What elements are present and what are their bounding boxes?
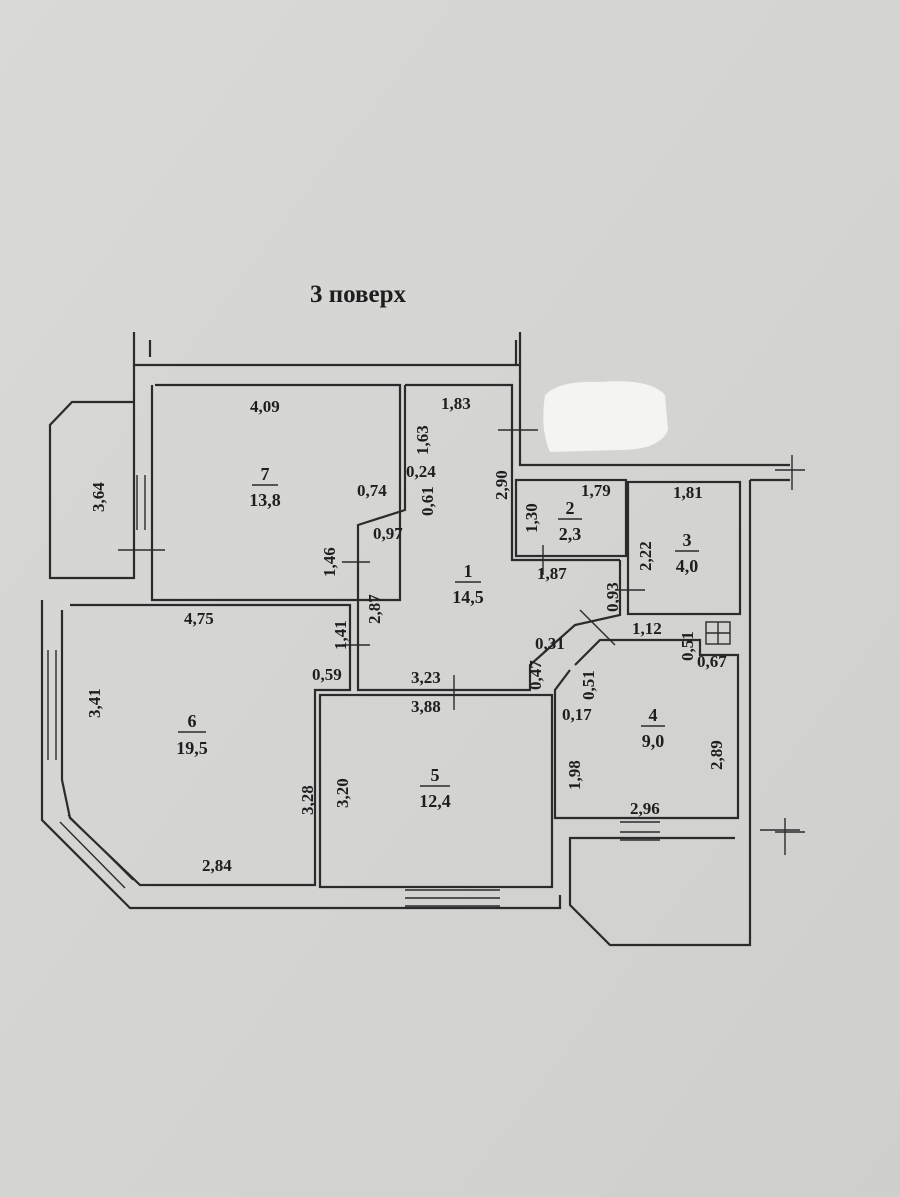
room-4-label: 49,0: [641, 705, 665, 751]
dim-label: 2,96: [630, 799, 660, 818]
svg-text:6: 6: [188, 711, 197, 731]
dim-label: 0,51: [678, 631, 697, 661]
dim-label: 1,46: [320, 547, 339, 577]
svg-text:4: 4: [649, 705, 658, 725]
dim-label: 3,88: [411, 697, 441, 716]
dim-label: 3,41: [85, 688, 104, 718]
svg-text:1: 1: [464, 561, 473, 581]
floor-title: 3 поверх: [310, 281, 407, 308]
dim-label: 1,41: [331, 620, 350, 650]
svg-text:2: 2: [566, 498, 575, 518]
dim-label: 4,75: [184, 609, 214, 628]
svg-text:2,3: 2,3: [559, 524, 582, 544]
dim-label: 3,28: [298, 785, 317, 815]
room-7-label: 713,8: [249, 464, 281, 510]
svg-text:4,0: 4,0: [676, 556, 699, 576]
svg-text:7: 7: [261, 464, 270, 484]
redaction-blur: [543, 381, 668, 452]
dim-label: 0,24: [406, 462, 436, 481]
dim-label: 2,84: [202, 856, 232, 875]
svg-text:3: 3: [683, 530, 692, 550]
dim-label: 0,93: [603, 582, 622, 612]
dim-label: 2,87: [365, 594, 384, 624]
room-1-label: 114,5: [452, 561, 484, 607]
svg-text:14,5: 14,5: [452, 587, 484, 607]
dim-label: 2,89: [707, 740, 726, 770]
dimension-labels: 4,09 3,64 0,74 1,46 1,83 1,63 0,24 0,61 …: [85, 394, 727, 875]
svg-text:5: 5: [431, 765, 440, 785]
dim-label: 0,67: [697, 652, 727, 671]
svg-text:13,8: 13,8: [249, 490, 281, 510]
dim-label: 1,63: [413, 425, 432, 455]
dim-label: 1,81: [673, 483, 703, 502]
room-5-label: 512,4: [419, 765, 451, 811]
svg-text:19,5: 19,5: [176, 738, 208, 758]
dim-label: 0,59: [312, 665, 342, 684]
dim-label: 2,22: [636, 541, 655, 571]
dim-label: 1,30: [522, 503, 541, 533]
dim-label: 3,23: [411, 668, 441, 687]
dim-label: 3,20: [333, 778, 352, 808]
room-labels: 713,8 114,5 22,3 34,0 49,0 512,4 619,5: [176, 464, 699, 811]
dim-label: 0,31: [535, 634, 565, 653]
dim-label: 1,79: [581, 481, 611, 500]
dim-label: 1,98: [565, 760, 584, 790]
dim-label: 0,51: [579, 670, 598, 700]
room-6-label: 619,5: [176, 711, 208, 758]
dim-label: 0,61: [418, 486, 437, 516]
dim-label: 0,97: [373, 524, 403, 543]
dim-label: 0,74: [357, 481, 387, 500]
walls: [40, 332, 805, 947]
dim-label: 4,09: [250, 397, 280, 416]
svg-text:12,4: 12,4: [419, 791, 451, 811]
dim-label: 1,83: [441, 394, 471, 413]
room-2-label: 22,3: [558, 498, 582, 544]
room-3-label: 34,0: [675, 530, 699, 576]
dim-label: 3,64: [89, 482, 108, 512]
dim-label: 0,47: [526, 660, 545, 690]
dim-label: 0,17: [562, 705, 592, 724]
dim-label: 2,90: [492, 470, 511, 500]
dim-label: 1,12: [632, 619, 662, 638]
svg-text:9,0: 9,0: [642, 731, 665, 751]
dim-label: 1,87: [537, 564, 567, 583]
